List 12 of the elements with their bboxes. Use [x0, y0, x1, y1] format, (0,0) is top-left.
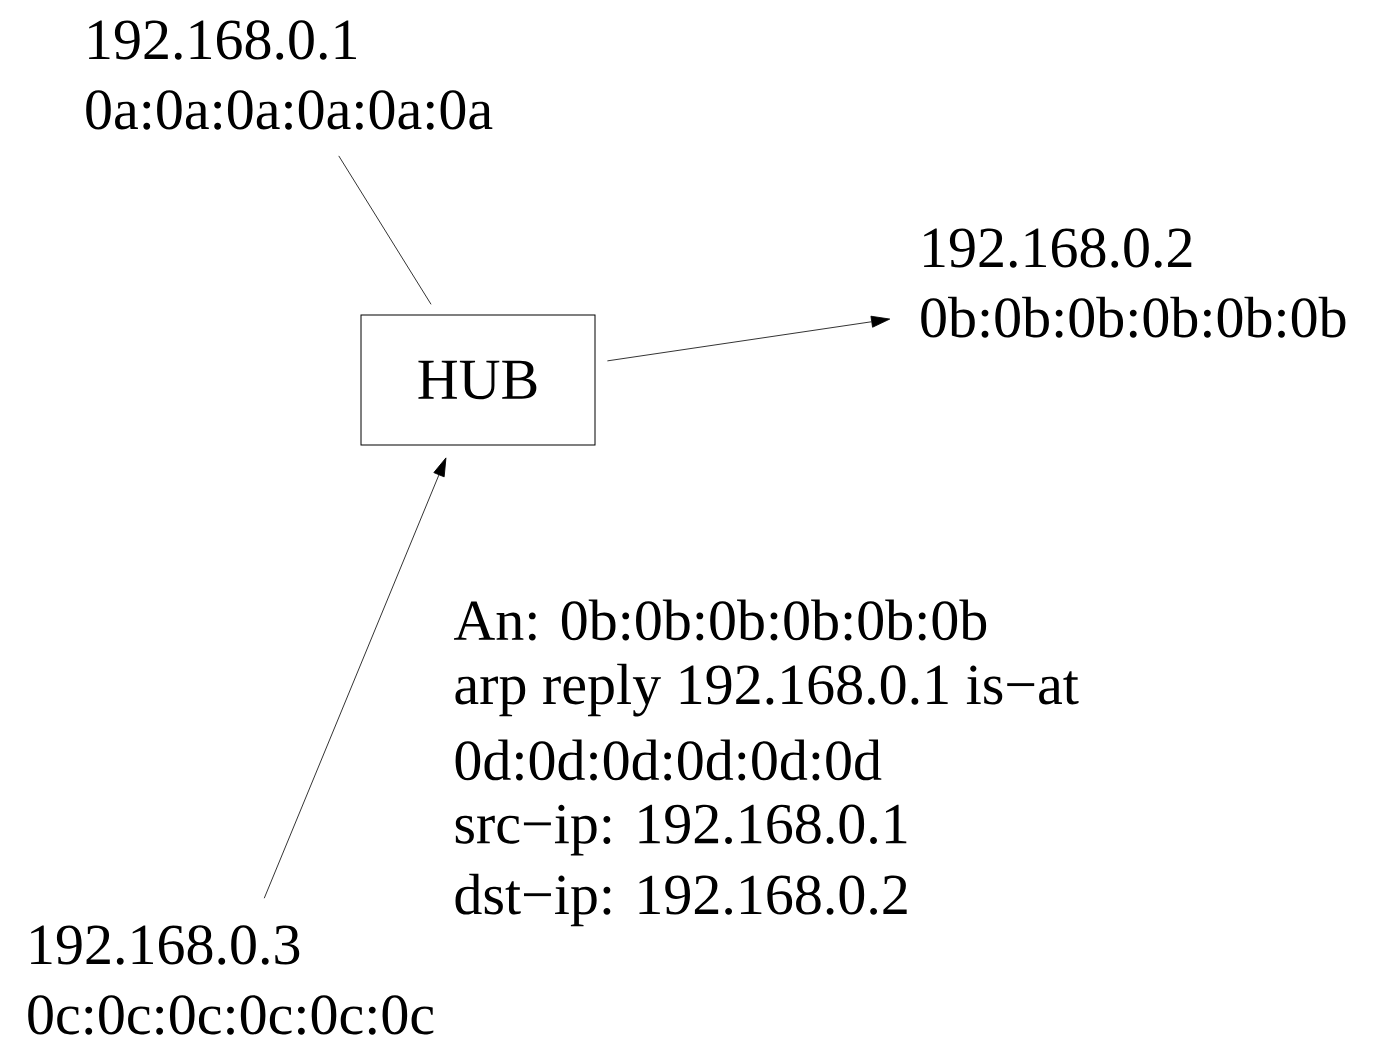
arrow: [263, 457, 447, 899]
packet-text: An: 0b:0b:0b:0b:0b:0b: [453, 599, 987, 641]
packet-text: src−ip: 192.168.0.1: [455, 804, 907, 856]
packet-text: dst−ip: 192.168.0.2: [455, 873, 907, 927]
host-label: 192.168.0.2 0b:0b:0b:0b:0b:0b: [921, 228, 1346, 338]
host-label: 192.168.0.3 0c:0c:0c:0c:0c:0c: [28, 925, 434, 1035]
arrow: [607, 315, 891, 362]
packet-text: arp reply 192.168.0.1 is−at: [455, 663, 1079, 717]
packet-text: 0d:0d:0d:0d:0d:0d: [455, 739, 882, 781]
hub-box: HUB: [360, 314, 596, 446]
connector-line: [338, 155, 432, 305]
host-label: 192.168.0.1 0a:0a:0a:0a:0a:0a: [86, 20, 493, 130]
